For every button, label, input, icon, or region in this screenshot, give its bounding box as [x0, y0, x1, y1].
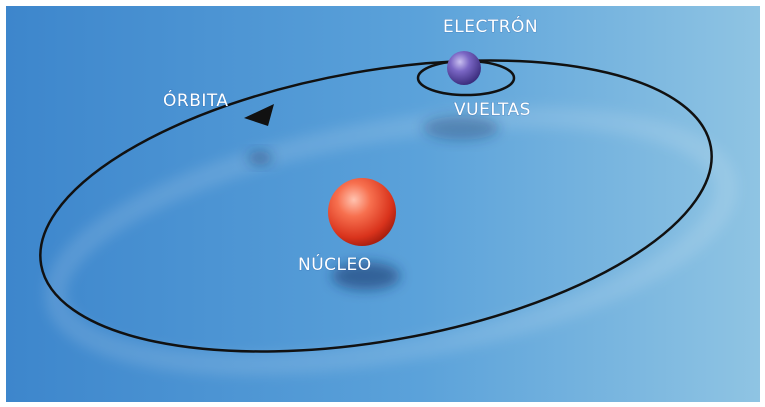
electron-shadow: [423, 116, 499, 140]
atom-model-svg: ELECTRÓN ÓRBITA VUELTAS NÚCLEO: [6, 6, 760, 402]
orbit-reflection: [44, 106, 738, 376]
atom-model-diagram: ELECTRÓN ÓRBITA VUELTAS NÚCLEO: [6, 6, 760, 402]
orbit-direction-arrow-icon: [244, 104, 274, 126]
orbit-path: [39, 59, 713, 353]
nucleus-shadow: [332, 262, 400, 290]
nucleus-sphere: [328, 178, 396, 246]
label-electron: ELECTRÓN: [443, 15, 538, 37]
label-orbit: ÓRBITA: [163, 89, 229, 111]
arrow-shadow: [248, 151, 272, 165]
electron-sphere: [447, 51, 481, 85]
label-spins: VUELTAS: [454, 100, 531, 120]
label-nucleus: NÚCLEO: [298, 253, 372, 275]
